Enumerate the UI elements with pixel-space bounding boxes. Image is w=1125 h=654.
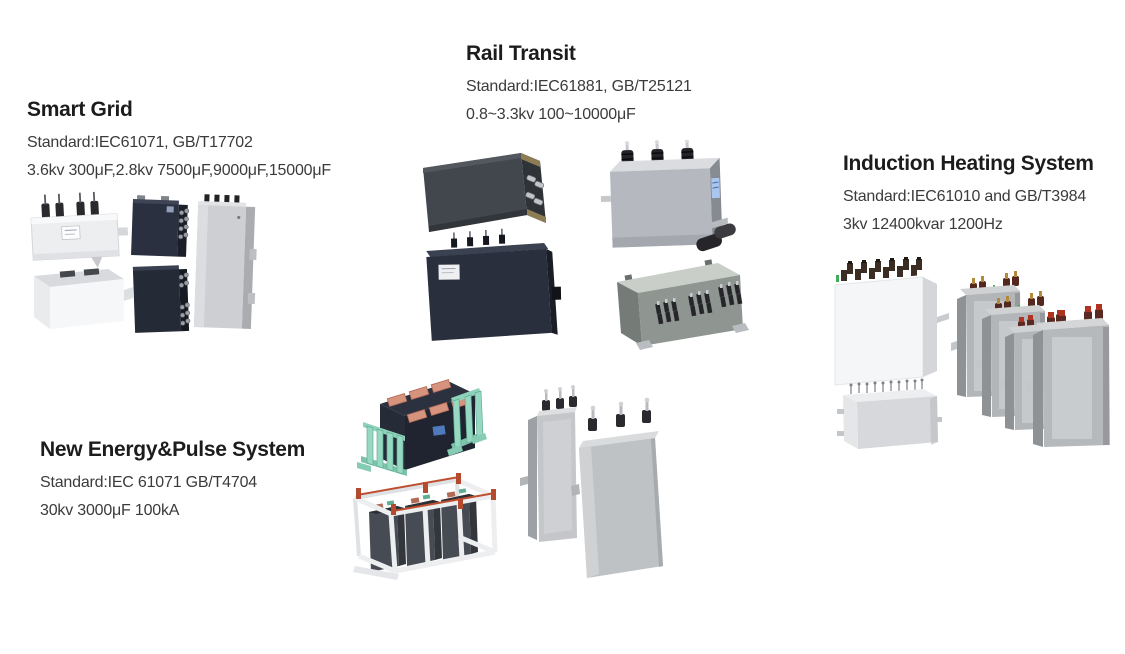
section-smart-grid-text: Smart Grid Standard:IEC61071, GB/T17702 …	[27, 97, 331, 189]
teal-frame-left	[357, 422, 407, 476]
rail-transit-specs: 0.8~3.3kv 100~10000μF	[466, 106, 636, 123]
navy-capacitor-top	[131, 195, 190, 257]
terminal-clusters	[655, 281, 743, 325]
smart-grid-title: Smart Grid	[27, 98, 133, 121]
gray-capacitor-with-bushings	[600, 140, 728, 248]
capacitor-bank-teal-rack	[357, 379, 487, 476]
silver-capacitor-rear	[520, 385, 577, 542]
teal-frame-right	[447, 388, 487, 456]
induction-heating-specs: 3kv 12400kvar 1200Hz	[843, 216, 1003, 233]
capacitor-bank-white-frame	[353, 473, 498, 580]
rail-transit-title: Rail Transit	[466, 42, 576, 65]
rail-transit-product-image	[405, 140, 765, 360]
new-energy-standard: Standard:IEC 61071 GB/T4704	[40, 474, 257, 491]
red-top-bars	[356, 473, 496, 515]
dark-capacitor-modules	[369, 488, 478, 572]
metallic-capacitor-row	[951, 271, 1110, 447]
white-frame-rails	[353, 477, 498, 574]
white-box-capacitor	[30, 191, 129, 268]
induction-heating-capacitors-illustration	[834, 257, 1110, 449]
silver-capacitor-front	[571, 397, 663, 578]
new-energy-specs: 30kv 3000μF 100kA	[40, 502, 180, 519]
navy-capacitor-bottom	[132, 265, 191, 333]
smart-grid-standard: Standard:IEC61071, GB/T17702	[27, 134, 253, 151]
induction-heating-product-image	[825, 255, 1125, 465]
section-induction-heating-text: Induction Heating System Standard:IEC610…	[843, 151, 1094, 243]
charcoal-capacitor	[423, 153, 546, 232]
smart-grid-product-image	[20, 190, 280, 345]
navy-capacitor	[426, 228, 562, 341]
gray-green-capacitor	[617, 259, 749, 350]
bushings	[621, 140, 694, 165]
section-new-energy-text: New Energy&Pulse System Standard:IEC 610…	[40, 437, 305, 529]
black-cylinder-feet	[696, 223, 736, 252]
new-energy-capacitors-illustration	[353, 379, 663, 580]
smart-grid-capacitors-illustration	[30, 191, 257, 333]
white-box-capacitor-2	[34, 268, 133, 329]
metal-capacitor-4	[1027, 304, 1110, 447]
rail-transit-capacitors-illustration	[423, 140, 749, 350]
section-rail-transit-text: Rail Transit Standard:IEC61881, GB/T2512…	[466, 41, 692, 133]
large-white-capacitor	[834, 257, 949, 386]
gray-panel-capacitor	[193, 194, 257, 329]
smart-grid-specs: 3.6kv 300μF,2.8kv 7500μF,9000μF,15000μF	[27, 162, 331, 179]
silver-capacitor-pair	[520, 385, 663, 578]
new-energy-product-image	[325, 370, 680, 620]
small-gray-capacitor	[837, 378, 942, 449]
new-energy-title: New Energy&Pulse System	[40, 438, 306, 461]
induction-heating-standard: Standard:IEC61010 and GB/T3984	[843, 188, 1087, 205]
induction-heating-title: Induction Heating System	[843, 152, 1094, 175]
rail-transit-standard: Standard:IEC61881, GB/T25121	[466, 78, 692, 95]
